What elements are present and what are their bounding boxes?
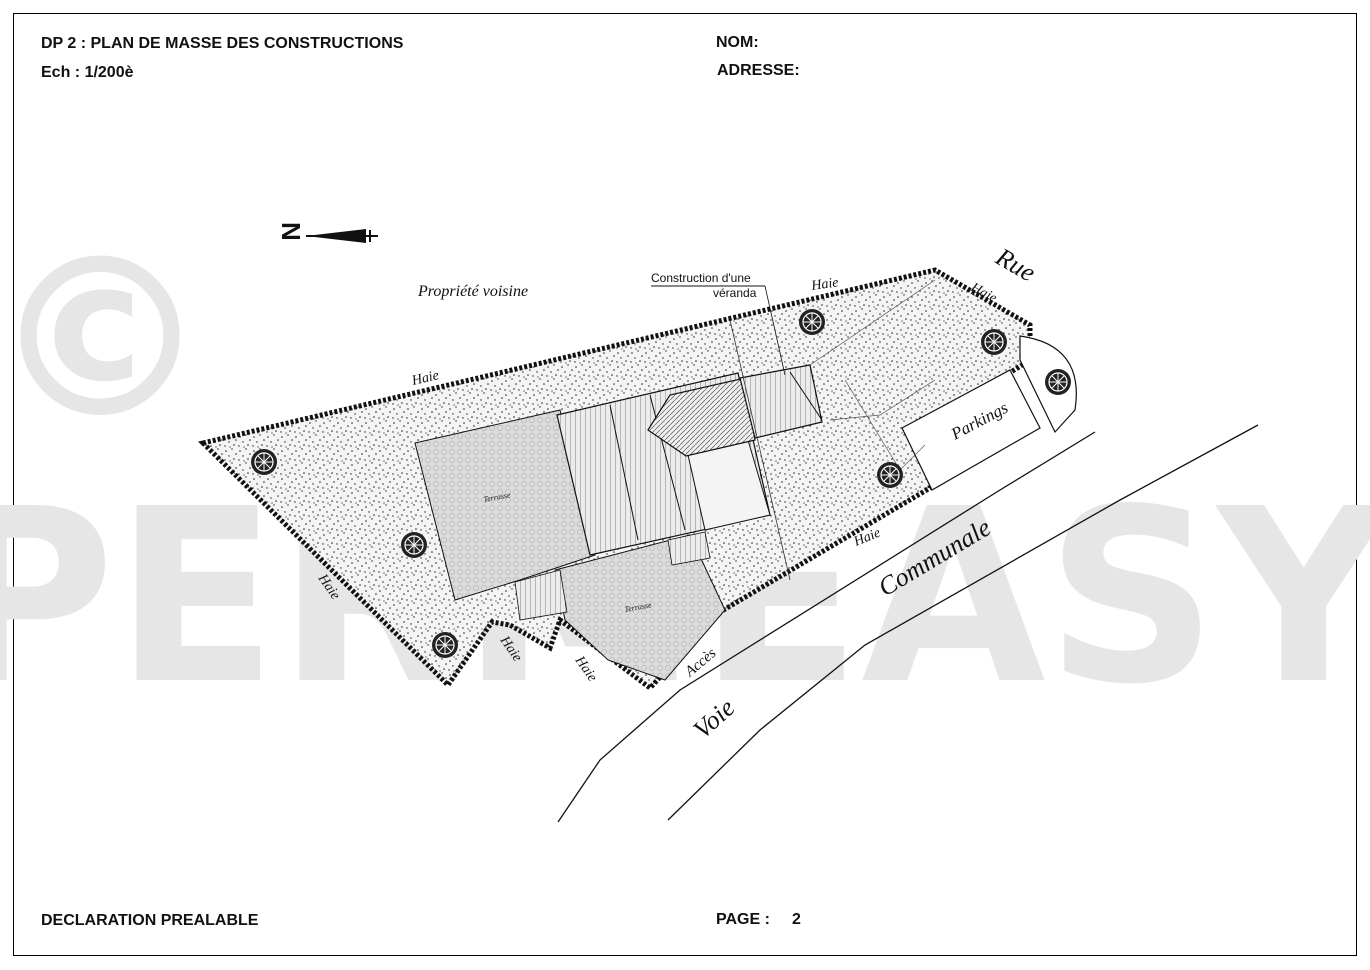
parking-area bbox=[901, 369, 1041, 491]
tree-6 bbox=[1044, 368, 1072, 396]
north-letter: N bbox=[276, 222, 306, 241]
north-arrow: N bbox=[276, 222, 378, 243]
sheet-frame bbox=[13, 13, 1357, 956]
document-type: DECLARATION PREALABLE bbox=[41, 912, 259, 929]
label-street: Rue bbox=[990, 242, 1040, 288]
tree-3 bbox=[431, 631, 459, 659]
veranda-callout-line1: Construction d'une bbox=[651, 271, 751, 285]
terraces bbox=[414, 409, 726, 681]
label-hedge-east: Haie bbox=[809, 275, 839, 294]
address-label: ADRESSE: bbox=[717, 62, 800, 79]
tree-7 bbox=[876, 461, 904, 489]
north-arrow-head bbox=[306, 229, 366, 243]
watermark-copyright: © bbox=[0, 211, 210, 467]
veranda-callout: Construction d'une véranda bbox=[651, 271, 786, 376]
name-label: NOM: bbox=[716, 34, 759, 51]
label-neighbor-property: Propriété voisine bbox=[417, 283, 528, 300]
page-number: 2 bbox=[792, 911, 801, 928]
road-edge-lower bbox=[667, 424, 1259, 821]
veranda-reference-line bbox=[729, 319, 791, 581]
veranda-callout-leader bbox=[764, 285, 786, 376]
communal-road bbox=[557, 424, 1259, 823]
sheet-title: DP 2 : PLAN DE MASSE DES CONSTRUCTIONS bbox=[41, 35, 404, 52]
page-label: PAGE : bbox=[716, 911, 770, 928]
tree-2 bbox=[400, 531, 428, 559]
sheet-scale: Ech : 1/200è bbox=[41, 64, 134, 81]
house bbox=[556, 319, 823, 581]
tree-5 bbox=[980, 328, 1008, 356]
label-hedge-north: Haie bbox=[410, 368, 441, 389]
terrace-steps bbox=[514, 569, 568, 621]
house-ridge-1 bbox=[609, 404, 639, 541]
tree-1 bbox=[250, 448, 278, 476]
road-edge-upper bbox=[557, 431, 1096, 823]
tree-4 bbox=[798, 308, 826, 336]
terrace-west bbox=[414, 409, 596, 601]
veranda-callout-line2: véranda bbox=[713, 286, 757, 300]
stairs bbox=[739, 364, 823, 439]
stairs-turn bbox=[789, 371, 823, 421]
terrace-steps-2 bbox=[667, 531, 711, 566]
